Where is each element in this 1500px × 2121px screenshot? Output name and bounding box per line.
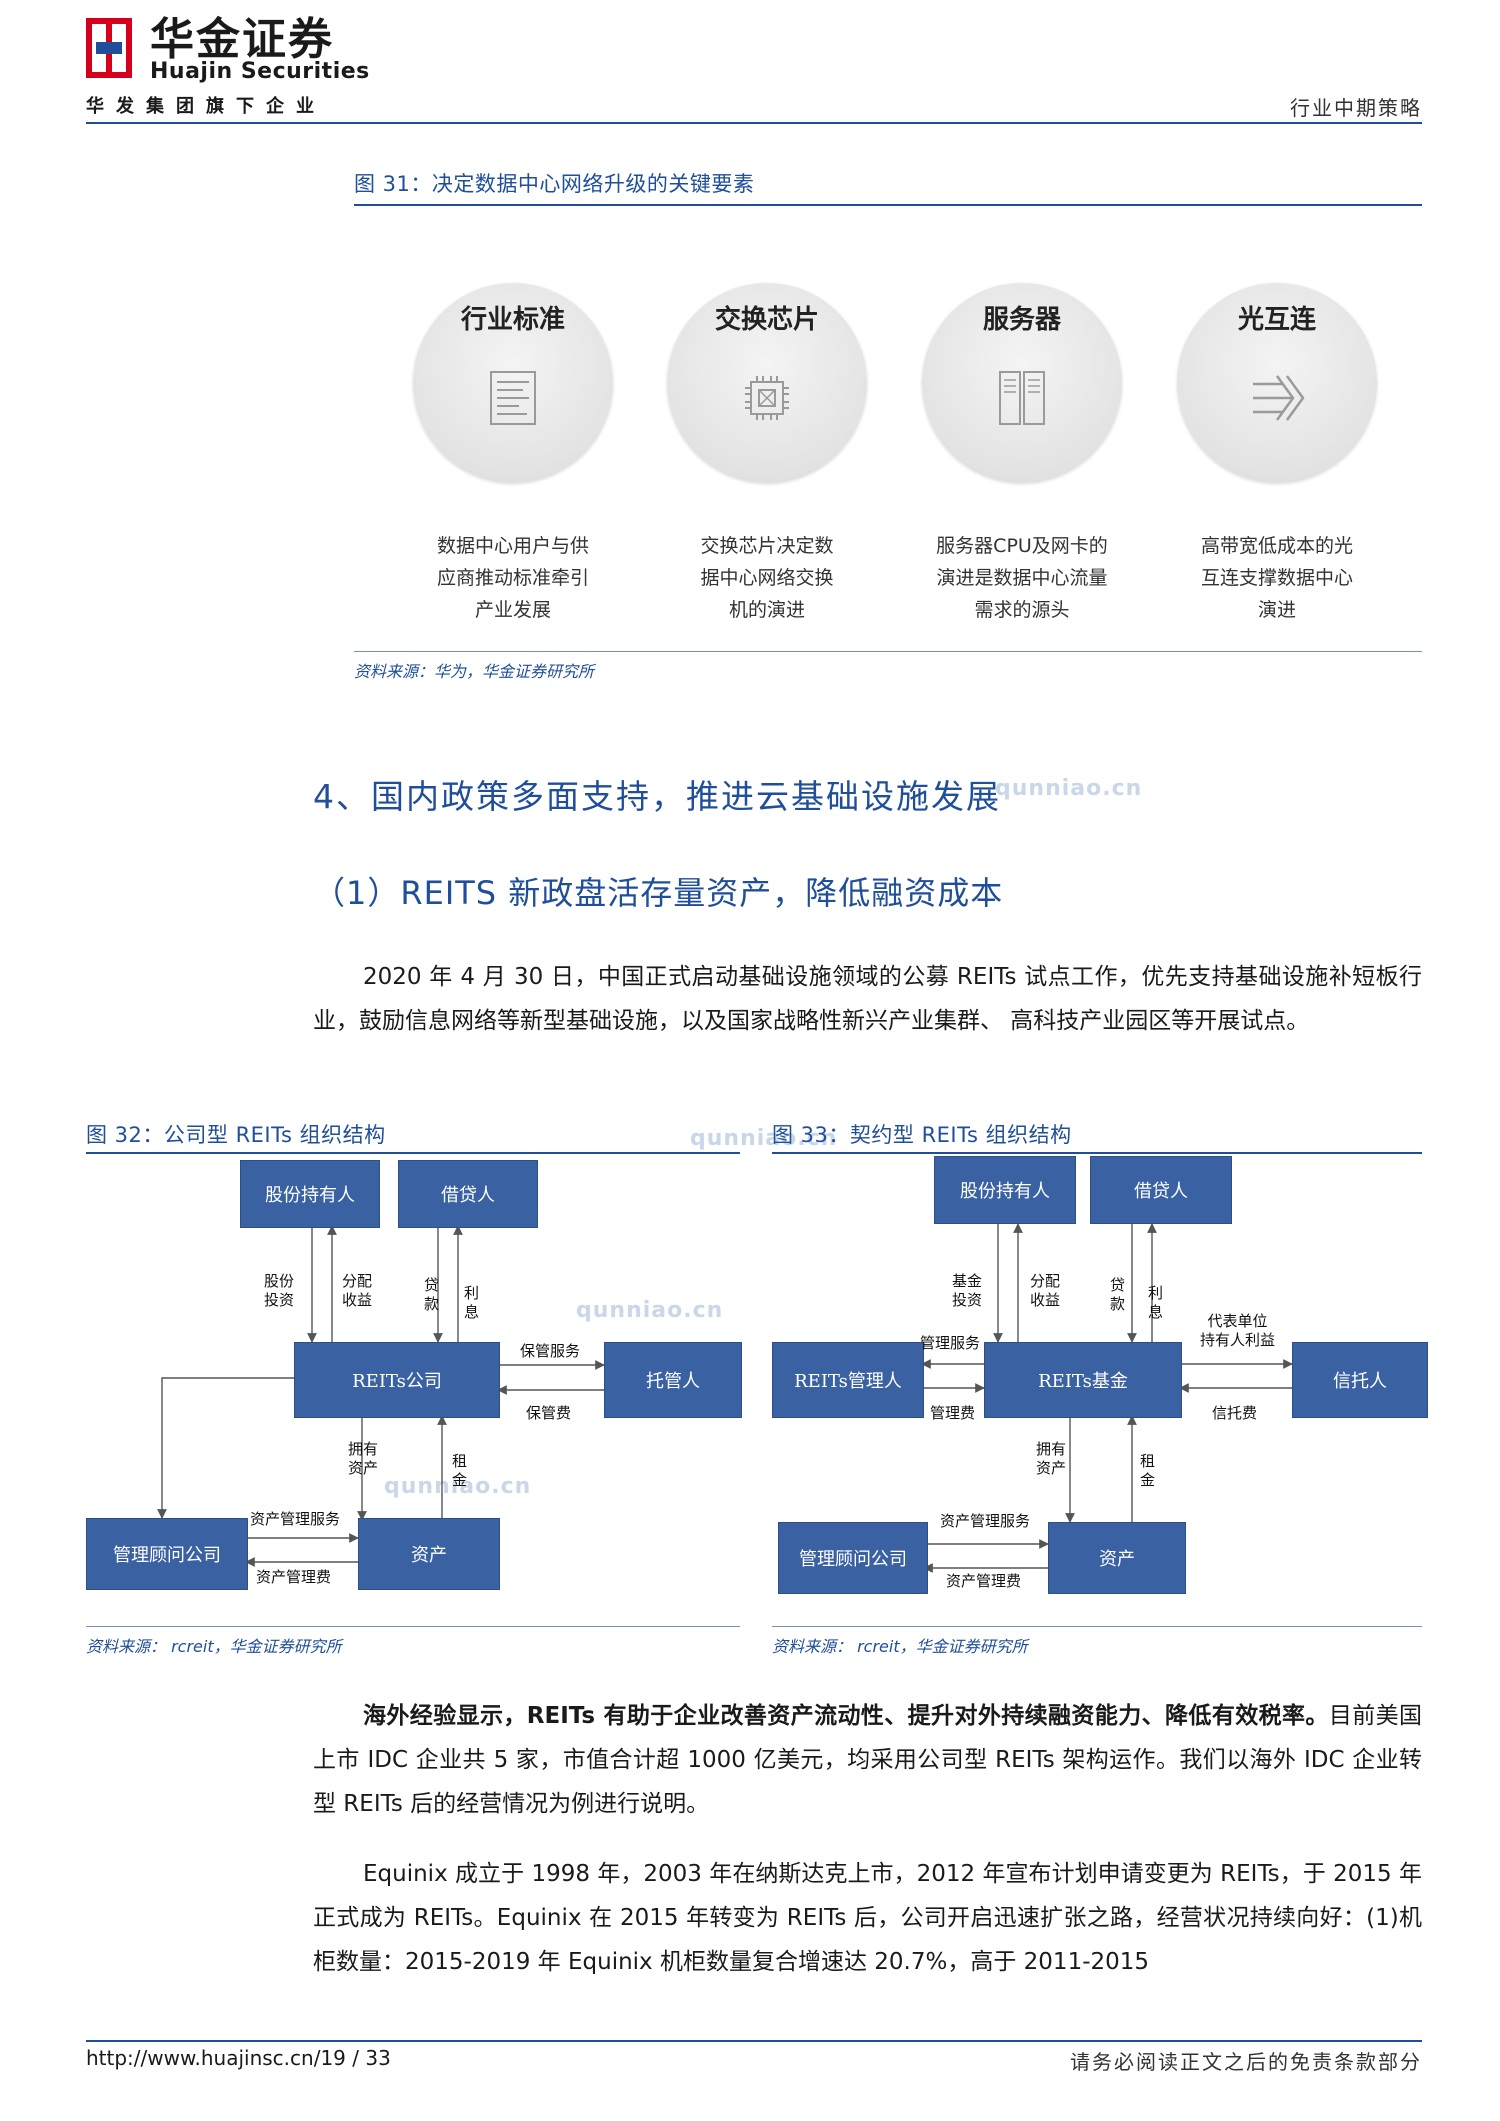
figure-32-source: 资料来源： rcreit，华金证券研究所 — [86, 1637, 342, 1656]
label-loan: 贷款 — [1110, 1276, 1126, 1313]
label-trust-fee: 信托费 — [1212, 1404, 1258, 1422]
label-asset-management-service: 资产管理服务 — [250, 1510, 341, 1528]
brand-name-en: Huajin Securities — [150, 59, 370, 84]
footer-disclaimer: 请务必阅读正文之后的免责条款部分 — [1070, 2050, 1422, 2074]
label-own-assets: 拥有资产 — [348, 1440, 379, 1477]
box-lenders: 借贷人 — [398, 1160, 538, 1228]
label-management-fee: 管理费 — [930, 1404, 976, 1422]
circle-server — [922, 283, 1122, 483]
figure-32-arrows — [157, 1225, 605, 1567]
factor-description: 数据中心用户与供 应商推动标准牵引 产业发展 — [436, 535, 589, 621]
server-icon — [999, 371, 1045, 425]
figure-32-bottom-rule — [86, 1626, 740, 1627]
box-management-advisor: 管理顾问公司 — [86, 1518, 248, 1590]
header-divider — [86, 122, 1422, 124]
figure-33-source: 资料来源： rcreit，华金证券研究所 — [772, 1637, 1028, 1656]
watermark: qunniao.cn — [576, 1298, 724, 1323]
label-asset-management-service: 资产管理服务 — [940, 1512, 1031, 1530]
brand-name-cn: 华金证券 — [150, 14, 334, 65]
box-management-advisor: 管理顾问公司 — [778, 1522, 928, 1594]
watermark: qunniao.cn — [995, 776, 1143, 801]
footer-url-page: http://www.huajinsc.cn/19 / 33 — [86, 2046, 391, 2070]
label-fund-investment: 基金投资 — [952, 1272, 983, 1309]
label-management-service: 管理服务 — [920, 1334, 981, 1352]
figure-31-bottom-rule — [354, 651, 1422, 652]
subsection-title: （1）REITS 新政盘活存量资产，降低融资成本 — [313, 874, 1004, 912]
footer-divider — [86, 2040, 1422, 2042]
brand-subtitle: 华发集团旗下企业 — [86, 96, 326, 117]
figure-31-top-rule — [354, 204, 1422, 206]
box-assets: 资产 — [358, 1518, 500, 1590]
figure-31-caption: 图 31：决定数据中心网络升级的关键要素 — [354, 172, 755, 196]
box-shareholders: 股份持有人 — [240, 1160, 380, 1228]
label-rent: 租金 — [452, 1452, 468, 1489]
factor-description: 高带宽低成本的光 互连支撑数据中心 演进 — [1200, 535, 1353, 621]
figure-33-bottom-rule — [772, 1626, 1422, 1627]
label-equity-investment: 股份投资 — [264, 1272, 295, 1309]
label-interest: 利息 — [464, 1284, 480, 1321]
factor-title: 交换芯片 — [714, 305, 819, 335]
factor-description: 服务器CPU及网卡的 演进是数据中心流量 需求的源头 — [936, 535, 1108, 621]
paragraph: 2020 年 4 月 30 日，中国正式启动基础设施领域的公募 REITs 试点… — [313, 964, 1422, 1034]
box-lenders: 借贷人 — [1090, 1156, 1232, 1224]
chip-icon — [745, 376, 789, 420]
paragraph: Equinix 成立于 1998 年，2003 年在纳斯达克上市，2012 年宣… — [313, 1861, 1422, 1975]
factor-title: 服务器 — [982, 305, 1061, 335]
box-reits-manager: REITs管理人 — [772, 1342, 924, 1418]
figure-33-top-rule — [772, 1152, 1422, 1154]
figure-32-caption: 图 32：公司型 REITs 组织结构 — [86, 1123, 386, 1147]
figure-33-arrows — [921, 1223, 1293, 1573]
watermark: qunniao.cn — [384, 1474, 532, 1499]
box-trustee: 信托人 — [1292, 1342, 1428, 1418]
box-assets: 资产 — [1048, 1522, 1186, 1594]
arrows-icon — [1253, 375, 1305, 421]
paragraph: 海外经验显示，REITs 有助于企业改善资产流动性、提升对外持续融资能力、降低有… — [313, 1703, 1423, 1817]
label-asset-management-fee: 资产管理费 — [256, 1568, 332, 1586]
figure-32-top-rule — [86, 1152, 740, 1154]
label-dividend: 分配收益 — [1030, 1272, 1061, 1309]
huajin-logo-icon — [86, 18, 132, 78]
factor-title: 行业标准 — [460, 305, 565, 335]
label-interest: 利息 — [1148, 1284, 1164, 1321]
label-asset-management-fee: 资产管理费 — [946, 1572, 1022, 1590]
label-dividend: 分配收益 — [342, 1272, 373, 1309]
box-reits-company: REITs公司 — [294, 1342, 500, 1418]
label-loan: 贷款 — [424, 1276, 440, 1313]
figure-33-caption: 图 33：契约型 REITs 组织结构 — [772, 1123, 1072, 1147]
document-icon — [490, 371, 536, 425]
label-represent-holders: 代表单位持有人利益 — [1200, 1312, 1276, 1349]
label-custody-service: 保管服务 — [520, 1342, 581, 1360]
box-reits-fund: REITs基金 — [984, 1342, 1182, 1418]
label-rent: 租金 — [1140, 1452, 1156, 1489]
label-custody-fee: 保管费 — [526, 1404, 572, 1422]
factor-title: 光互连 — [1237, 305, 1316, 335]
watermark: qunniao.cn — [690, 1126, 838, 1151]
section-title: 4、国内政策多面支持，推进云基础设施发展 — [313, 777, 1001, 816]
box-shareholders: 股份持有人 — [934, 1156, 1076, 1224]
report-category: 行业中期策略 — [1290, 96, 1422, 120]
factor-description: 交换芯片决定数 据中心网络交换 机的演进 — [700, 535, 834, 621]
label-own-assets: 拥有资产 — [1036, 1440, 1067, 1477]
box-custodian: 托管人 — [604, 1342, 742, 1418]
figure-31-source: 资料来源：华为，华金证券研究所 — [354, 662, 595, 681]
